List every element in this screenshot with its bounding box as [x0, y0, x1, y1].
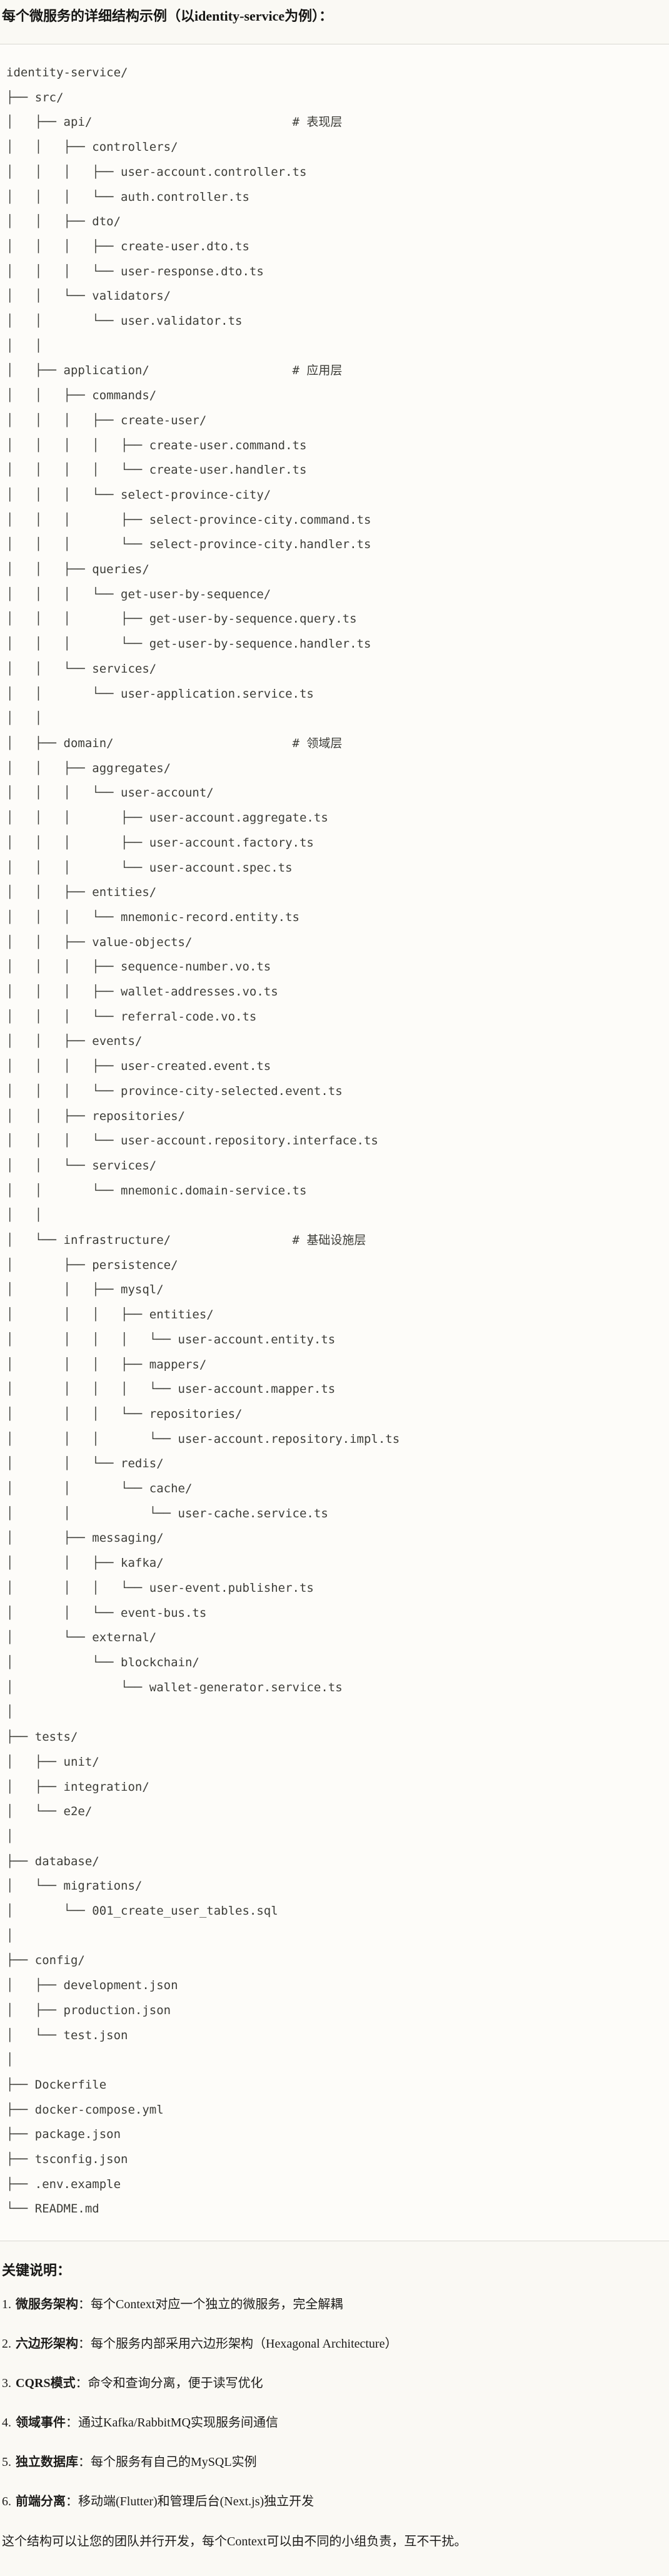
- note-text: 每个Context对应一个独立的微服务，完全解耦: [91, 2297, 343, 2311]
- note-text: 命令和查询分离，便于读写优化: [88, 2376, 263, 2390]
- note-separator: ：: [78, 2336, 91, 2351]
- note-item-domain-events: 4. 领域事件：通过Kafka/RabbitMQ实现服务间通信: [2, 2415, 666, 2431]
- note-label: CQRS模式: [16, 2376, 76, 2390]
- note-number: 5.: [2, 2455, 11, 2469]
- note-text: 通过Kafka/RabbitMQ实现服务间通信: [78, 2415, 278, 2430]
- code-block: identity-service/ ├── src/ │ ├── api/ # …: [0, 44, 669, 2242]
- note-number: 4.: [2, 2415, 11, 2430]
- notes-section: 关键说明： 1. 微服务架构：每个Context对应一个独立的微服务，完全解耦 …: [0, 2261, 669, 2551]
- page-title: 每个微服务的详细结构示例（以identity-service为例）：: [2, 8, 333, 24]
- note-number: 1.: [2, 2297, 11, 2311]
- note-label: 独立数据库: [16, 2455, 78, 2469]
- note-number: 3.: [2, 2376, 11, 2390]
- note-label: 领域事件: [16, 2415, 66, 2430]
- note-separator: ：: [66, 2415, 78, 2430]
- directory-tree: identity-service/ ├── src/ │ ├── api/ # …: [6, 66, 400, 2216]
- note-text: 每个服务有自己的MySQL实例: [91, 2455, 257, 2469]
- note-label: 前端分离: [16, 2494, 66, 2508]
- note-number: 2.: [2, 2336, 11, 2351]
- note-item-frontend: 6. 前端分离：移动端(Flutter)和管理后台(Next.js)独立开发: [2, 2493, 666, 2510]
- note-item-database: 5. 独立数据库：每个服务有自己的MySQL实例: [2, 2454, 666, 2471]
- note-text: 移动端(Flutter)和管理后台(Next.js)独立开发: [78, 2494, 314, 2508]
- note-separator: ：: [78, 2455, 91, 2469]
- notes-list: 1. 微服务架构：每个Context对应一个独立的微服务，完全解耦 2. 六边形…: [2, 2296, 666, 2510]
- note-item-microservice: 1. 微服务架构：每个Context对应一个独立的微服务，完全解耦: [2, 2296, 666, 2313]
- note-label: 微服务架构: [16, 2297, 78, 2311]
- note-item-hexagonal: 2. 六边形架构：每个服务内部采用六边形架构（Hexagonal Archite…: [2, 2336, 666, 2353]
- note-separator: ：: [75, 2376, 88, 2390]
- note-separator: ：: [66, 2494, 78, 2508]
- note-item-cqrs: 3. CQRS模式：命令和查询分离，便于读写优化: [2, 2375, 666, 2392]
- note-number: 6.: [2, 2494, 11, 2508]
- note-label: 六边形架构: [16, 2336, 78, 2351]
- closing-paragraph: 这个结构可以让您的团队并行开发，每个Context可以由不同的小组负责，互不干扰…: [2, 2534, 467, 2548]
- notes-heading: 关键说明：: [2, 2263, 71, 2279]
- note-separator: ：: [78, 2297, 91, 2311]
- note-text: 每个服务内部采用六边形架构（Hexagonal Architecture）: [91, 2336, 398, 2351]
